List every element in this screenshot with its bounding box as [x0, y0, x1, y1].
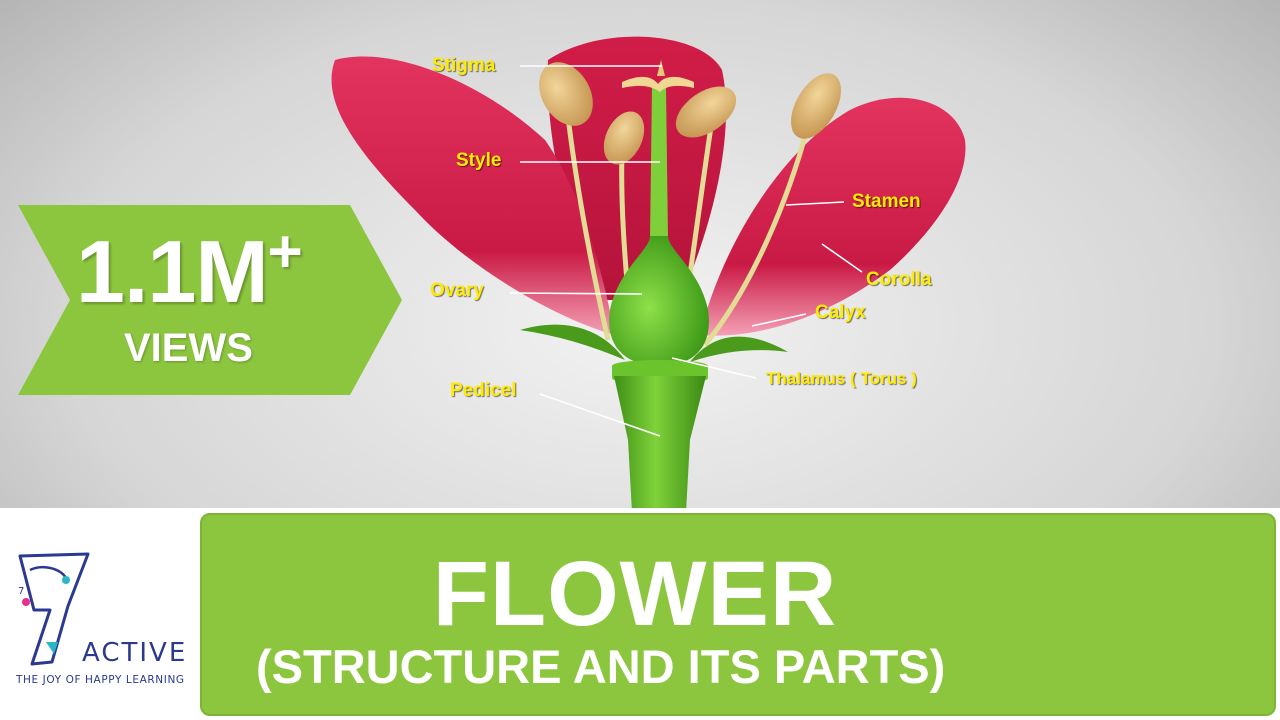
label-stigma: Stigma: [432, 55, 496, 76]
ovary: [609, 236, 709, 366]
anther-3: [675, 86, 737, 138]
label-ovary: Ovary: [430, 280, 484, 301]
style: [650, 86, 668, 240]
label-stamen: Stamen: [852, 191, 921, 212]
anther-2: [603, 111, 645, 165]
logo-box: 7 ACTIVE THE JOY OF HAPPY LEARNING: [4, 514, 198, 716]
views-word: VIEWS: [124, 326, 253, 370]
views-count-number: 1.1M: [76, 222, 269, 321]
anther-1: [539, 62, 593, 126]
label-style: Style: [456, 150, 502, 171]
label-calyx: Calyx: [815, 302, 866, 323]
calyx-right: [690, 336, 788, 362]
anther-4: [791, 73, 841, 139]
logo-numeral: 7: [18, 586, 24, 597]
views-count: 1.1M+: [76, 222, 303, 316]
logo-tagline: THE JOY OF HAPPY LEARNING: [16, 674, 185, 686]
logo-brand: ACTIVE: [82, 638, 188, 668]
leader-lines: [509, 65, 863, 437]
views-badge: [18, 205, 402, 395]
views-plus: +: [267, 218, 303, 285]
title-banner: [200, 513, 1276, 716]
label-thalamus: Thalamus ( Torus ): [766, 369, 917, 388]
stigma: [622, 76, 694, 92]
filament-4: [703, 109, 815, 347]
petal-left: [331, 56, 615, 335]
banner-title: FLOWER: [432, 543, 838, 645]
banner-subtitle: (STRUCTURE AND ITS PARTS): [256, 640, 946, 693]
logo-seven-icon: 7: [18, 552, 90, 666]
label-pedicel: Pedicel: [450, 380, 517, 401]
label-corolla: Corolla: [866, 269, 932, 290]
calyx-left: [520, 324, 625, 360]
pedicel: [614, 376, 706, 512]
petal-right: [700, 97, 966, 336]
filament-1: [563, 99, 611, 341]
stigma-tip: [657, 60, 665, 76]
